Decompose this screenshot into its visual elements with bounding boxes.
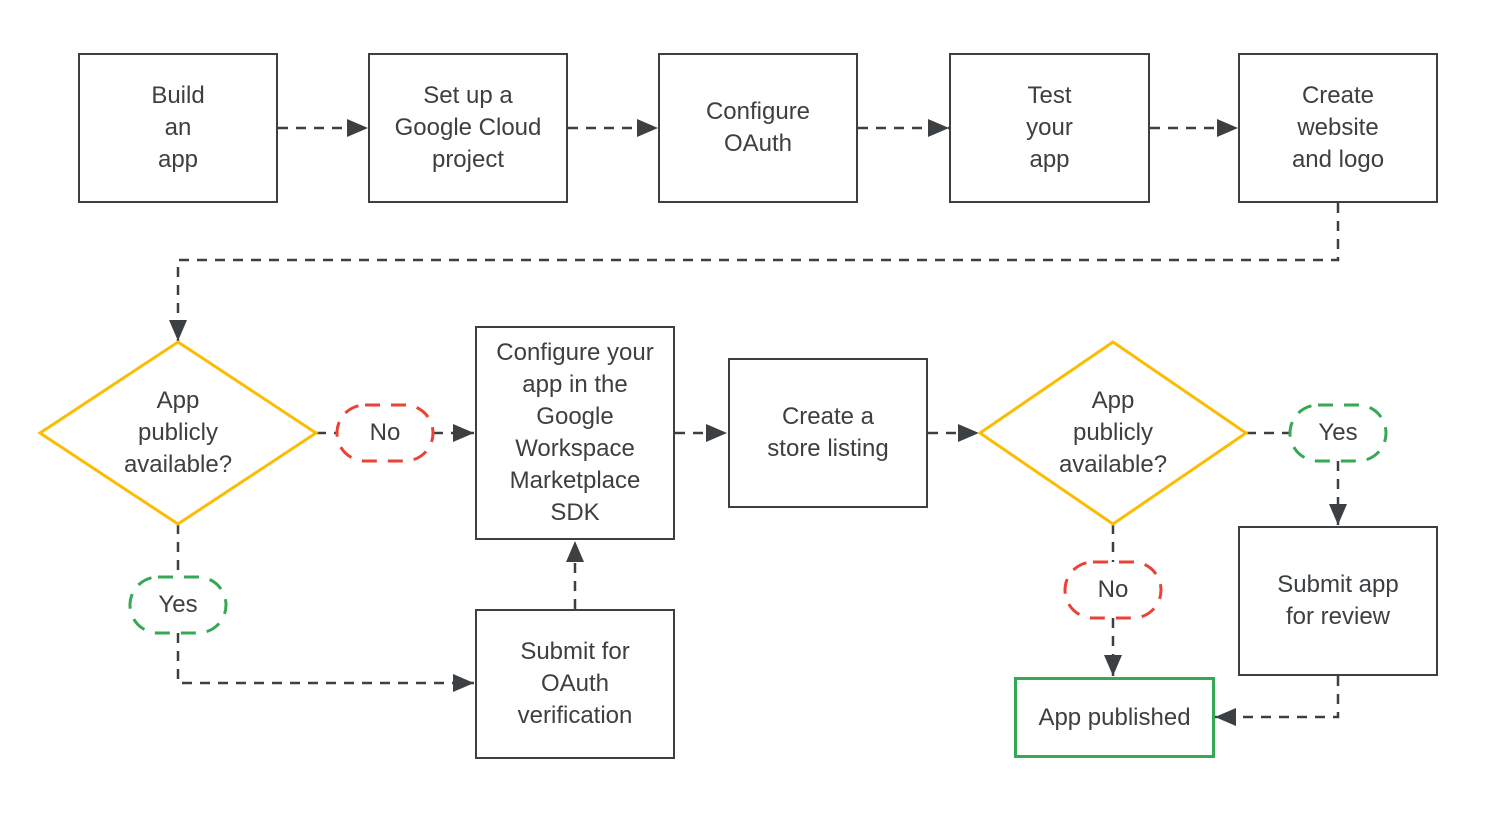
step-store-listing-label: Create a store listing bbox=[767, 403, 889, 462]
decision2-diamond-shape bbox=[977, 340, 1249, 526]
yes2-pill-shape bbox=[1288, 403, 1388, 463]
step-test-app-label: Test your app bbox=[1026, 82, 1073, 173]
step-store-listing: Create a store listing bbox=[728, 358, 928, 508]
edge-yes1-to-oauthverify bbox=[176, 633, 474, 692]
no2-pill-shape bbox=[1063, 560, 1163, 620]
step-create-website: Create website and logo bbox=[1238, 53, 1438, 203]
decision-public-2: App publicly available? bbox=[1003, 352, 1223, 514]
yes1-label: Yes bbox=[158, 591, 198, 618]
yes1-pill-shape bbox=[128, 575, 228, 635]
yes1-pill: Yes bbox=[130, 577, 226, 633]
edge-website-to-decision1 bbox=[169, 203, 1340, 341]
step-submit-oauth-label: Submit for OAuth verification bbox=[517, 638, 633, 729]
decision-public-1: App publicly available? bbox=[68, 352, 288, 514]
no1-label: No bbox=[369, 419, 401, 446]
edge-review-to-published bbox=[1215, 676, 1340, 726]
decision1-diamond-shape bbox=[37, 340, 319, 526]
no1-pill-shape bbox=[335, 403, 435, 463]
yes2-pill: Yes bbox=[1290, 405, 1386, 461]
step-build-app: Build an app bbox=[78, 53, 278, 203]
step-configure-sdk-label: Configure your app in the Google Workspa… bbox=[496, 339, 654, 526]
step-submit-review-label: Submit app for review bbox=[1277, 571, 1399, 630]
no2-pill: No bbox=[1065, 562, 1161, 618]
step-app-published: App published bbox=[1014, 677, 1215, 758]
step-configure-sdk: Configure your app in the Google Workspa… bbox=[475, 326, 675, 540]
step-test-app: Test your app bbox=[949, 53, 1150, 203]
step-submit-review: Submit app for review bbox=[1238, 526, 1438, 676]
decision-public-2-label: App publicly available? bbox=[1058, 387, 1168, 478]
no2-label: No bbox=[1097, 576, 1129, 603]
step-app-published-label: App published bbox=[1038, 703, 1191, 731]
step-configure-oauth-label: Configure OAuth bbox=[705, 98, 811, 157]
step-setup-project-label: Set up a Google Cloud project bbox=[394, 82, 542, 173]
decision-public-1-label: App publicly available? bbox=[123, 387, 233, 478]
no1-pill: No bbox=[337, 405, 433, 461]
step-submit-oauth: Submit for OAuth verification bbox=[475, 609, 675, 759]
yes2-label: Yes bbox=[1318, 419, 1358, 446]
step-create-website-label: Create website and logo bbox=[1291, 82, 1385, 173]
step-setup-project: Set up a Google Cloud project bbox=[368, 53, 568, 203]
step-configure-oauth: Configure OAuth bbox=[658, 53, 858, 203]
step-build-app-label: Build an app bbox=[151, 82, 205, 173]
